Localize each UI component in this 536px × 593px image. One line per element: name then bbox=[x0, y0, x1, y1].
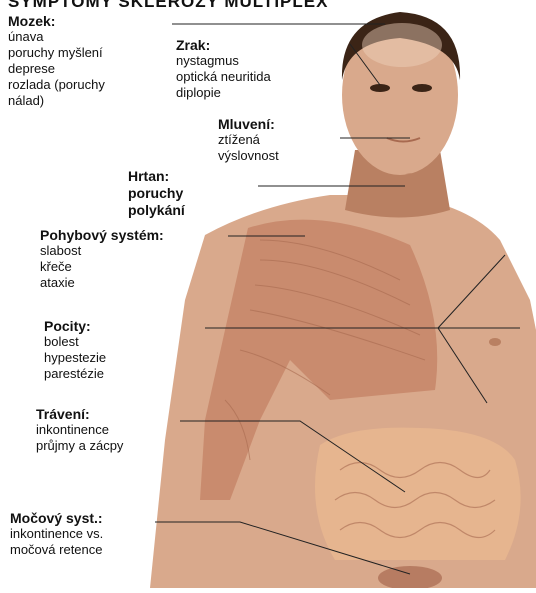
page-title: SYMPTOMY SKLERÓZY MULTIPLEX bbox=[8, 0, 328, 12]
label-urinary: Močový syst.: inkontinence vs. močová re… bbox=[10, 510, 103, 558]
label-brain-title: Mozek: bbox=[8, 13, 105, 29]
label-digestion: Trávení: inkontinence průjmy a zácpy bbox=[36, 406, 123, 454]
label-vision-item: diplopie bbox=[176, 85, 271, 101]
label-musculoskeletal-item: slabost bbox=[40, 243, 164, 259]
label-brain-item: rozlada (poruchy bbox=[8, 77, 105, 93]
nipple bbox=[489, 338, 501, 346]
label-musculoskeletal-item: ataxie bbox=[40, 275, 164, 291]
label-digestion-title: Trávení: bbox=[36, 406, 123, 422]
label-urinary-title: Močový syst.: bbox=[10, 510, 103, 526]
larynx-overlay bbox=[400, 173, 420, 197]
label-brain-item: únava bbox=[8, 29, 105, 45]
label-sensation-item: parestézie bbox=[44, 366, 106, 382]
label-digestion-item: průjmy a zácpy bbox=[36, 438, 123, 454]
label-musculoskeletal-item: křeče bbox=[40, 259, 164, 275]
label-larynx-title: Hrtan: bbox=[128, 168, 185, 185]
label-brain: Mozek: únava poruchy myšlení deprese roz… bbox=[8, 13, 105, 109]
label-sensation-item: bolest bbox=[44, 334, 106, 350]
label-vision-title: Zrak: bbox=[176, 37, 271, 53]
label-urinary-item: inkontinence vs. bbox=[10, 526, 103, 542]
label-brain-item: nálad) bbox=[8, 93, 105, 109]
label-vision: Zrak: nystagmus optická neuritida diplop… bbox=[176, 37, 271, 101]
label-urinary-item: močová retence bbox=[10, 542, 103, 558]
label-larynx: Hrtan: poruchy polykání bbox=[128, 168, 185, 219]
label-sensation-item: hypestezie bbox=[44, 350, 106, 366]
label-larynx-item: polykání bbox=[128, 202, 185, 219]
label-speech-title: Mluvení: bbox=[218, 116, 279, 132]
label-brain-item: poruchy myšlení bbox=[8, 45, 105, 61]
label-vision-item: optická neuritida bbox=[176, 69, 271, 85]
right-eye bbox=[412, 84, 432, 92]
label-speech: Mluvení: ztížená výslovnost bbox=[218, 116, 279, 164]
label-brain-item: deprese bbox=[8, 61, 105, 77]
label-musculoskeletal-title: Pohybový systém: bbox=[40, 227, 164, 243]
label-vision-item: nystagmus bbox=[176, 53, 271, 69]
brain-overlay bbox=[362, 23, 442, 67]
label-sensation: Pocity: bolest hypestezie parestézie bbox=[44, 318, 106, 382]
label-larynx-item: poruchy bbox=[128, 185, 185, 202]
label-speech-item: výslovnost bbox=[218, 148, 279, 164]
label-musculoskeletal: Pohybový systém: slabost křeče ataxie bbox=[40, 227, 164, 291]
label-digestion-item: inkontinence bbox=[36, 422, 123, 438]
label-speech-item: ztížená bbox=[218, 132, 279, 148]
left-eye bbox=[370, 84, 390, 92]
label-sensation-title: Pocity: bbox=[44, 318, 106, 334]
